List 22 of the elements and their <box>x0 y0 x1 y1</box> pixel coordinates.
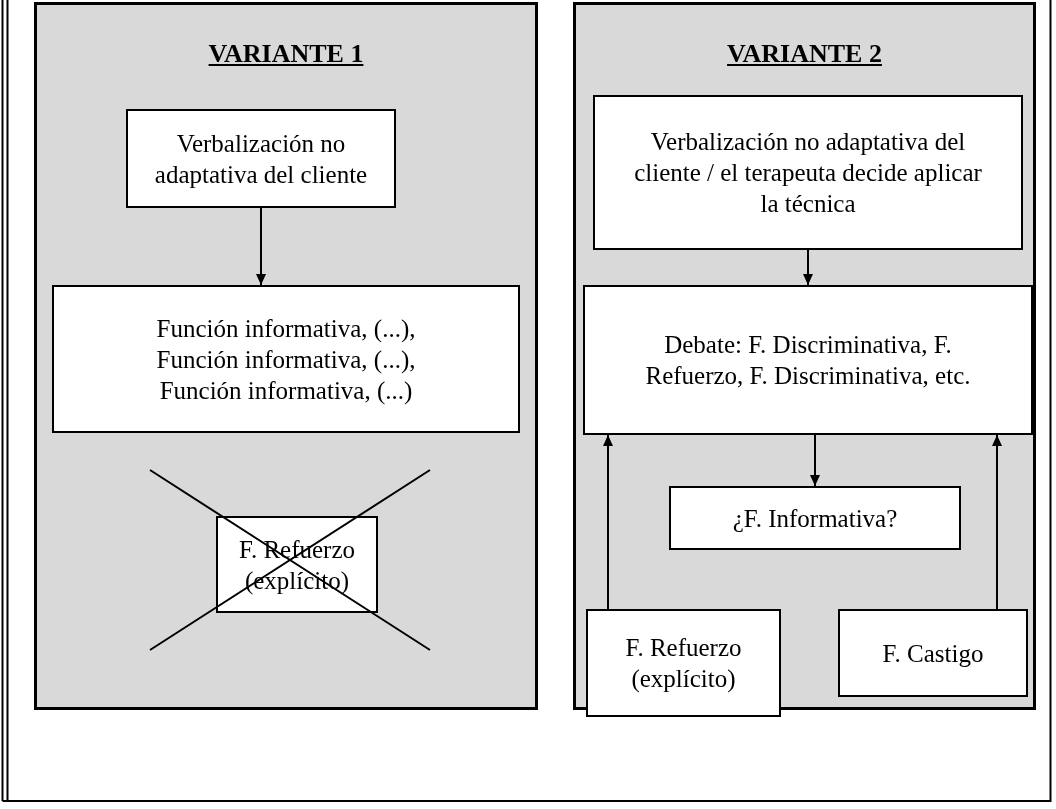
step-text: Verbalización no adaptativa del cliente <box>153 128 369 190</box>
arrow <box>803 249 813 286</box>
step-text: F. Refuerzo (explícito) <box>624 633 743 694</box>
step-box <box>593 95 1023 250</box>
step-box <box>669 486 961 550</box>
step-box <box>838 609 1028 697</box>
variant-panel <box>34 2 538 710</box>
step-text: ¿F. Informativa? <box>732 503 898 534</box>
step-box <box>52 285 520 433</box>
step-text: Debate: F. Discriminativa, F. Refuerzo, F. Discriminativa, etc. <box>645 330 971 391</box>
step-box <box>586 609 781 717</box>
arrow <box>992 434 1002 610</box>
arrow <box>603 434 613 610</box>
panel-title: VARIANTE 1 <box>208 39 364 69</box>
step-box <box>126 109 396 208</box>
arrow <box>256 207 266 286</box>
panel-title: VARIANTE 2 <box>727 39 882 69</box>
step-text: Verbalización no adaptativa del cliente / el terapeuta decide aplicar la técnica <box>633 127 983 219</box>
step-text: Función informativa, (...), Función informativa, (...), Función informativa, (...) <box>155 313 417 406</box>
step-box <box>583 285 1033 435</box>
arrow <box>810 434 820 487</box>
step-text: F. Castigo <box>882 638 984 669</box>
